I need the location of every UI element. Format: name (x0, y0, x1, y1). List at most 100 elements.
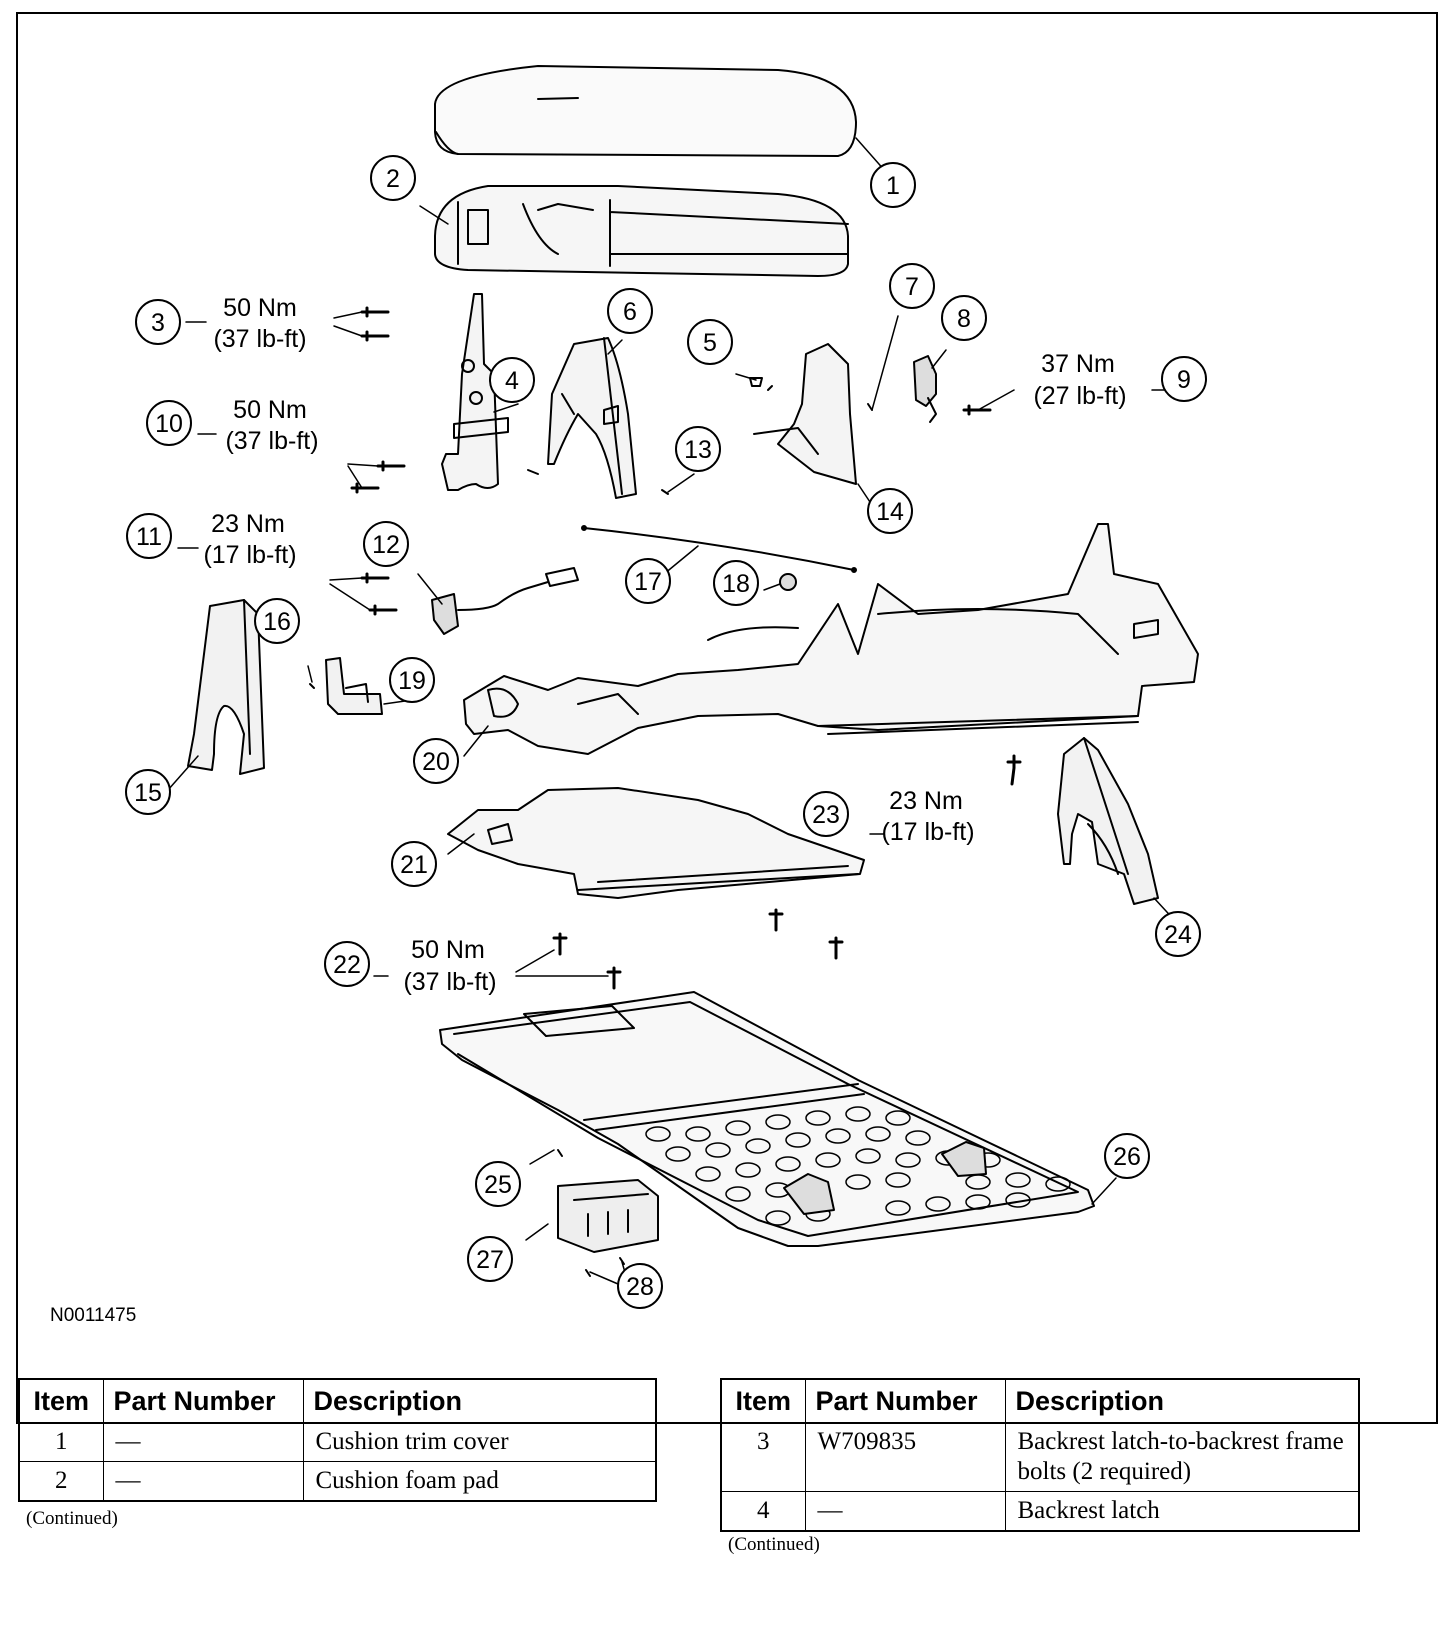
svg-text:21: 21 (400, 851, 428, 879)
cell-description: Cushion trim cover (302, 1422, 657, 1462)
table-row: 2 — Cushion foam pad (18, 1461, 657, 1502)
table-row: 4 — Backrest latch (720, 1491, 1360, 1532)
svg-text:20: 20 (422, 748, 450, 776)
svg-text:4: 4 (505, 367, 519, 395)
torque-3-nm: 50 Nm (223, 294, 297, 322)
callout-19: 19 (389, 657, 435, 703)
callout-9: 9 (1161, 356, 1207, 402)
svg-text:11: 11 (136, 523, 162, 551)
callout-8: 8 (941, 295, 987, 341)
torque-22-nm: 50 Nm (411, 936, 485, 964)
callout-1: 1 (870, 162, 916, 208)
cell-description: Backrest latch (1004, 1491, 1360, 1532)
column-header-part-number: Part Number (102, 1378, 304, 1423)
svg-text:26: 26 (1113, 1143, 1141, 1171)
svg-text:16: 16 (263, 608, 291, 636)
callout-6: 6 (607, 288, 653, 334)
part-latch-handle-8 (913, 355, 937, 423)
callout-24: 24 (1155, 911, 1201, 957)
column-header-part-number: Part Number (804, 1378, 1006, 1423)
svg-text:3: 3 (151, 309, 165, 337)
svg-text:6: 6 (623, 298, 637, 326)
svg-text:27: 27 (476, 1246, 504, 1274)
callout-12: 12 (363, 521, 409, 567)
part-bezel-27 (557, 1179, 659, 1253)
callout-11: 11 (126, 513, 172, 559)
cell-part-number: W709835 (804, 1422, 1006, 1492)
svg-text:28: 28 (626, 1273, 654, 1301)
svg-text:15: 15 (134, 779, 162, 807)
table-1-continued-note: (Continued) (26, 1508, 118, 1529)
callout-10: 10 (146, 400, 192, 446)
column-header-description: Description (302, 1378, 657, 1423)
table-row: 3 W709835 Backrest latch-to-backrest fra… (720, 1422, 1360, 1492)
bolts (350, 306, 1022, 990)
exploded-view-drawing: 1 2 3 4 5 6 7 8 9 10 11 12 13 14 15 16 1… (50, 65, 1207, 1326)
svg-text:7: 7 (905, 273, 919, 301)
part-bracket-19 (325, 657, 383, 715)
part-backrest-frame-6 (547, 337, 637, 499)
callout-23: 23 (803, 791, 849, 837)
torque-9-lbft: (27 lb-ft) (1033, 382, 1126, 410)
torque-9-nm: 37 Nm (1041, 350, 1115, 378)
column-header-item: Item (720, 1378, 806, 1423)
column-header-item: Item (18, 1378, 104, 1423)
torque-22-lbft: (37 lb-ft) (403, 968, 496, 996)
svg-text:10: 10 (155, 410, 183, 438)
part-seat-frame-assembly-20 (463, 523, 1199, 755)
part-side-cover-24 (1057, 737, 1159, 905)
svg-text:2: 2 (386, 165, 400, 193)
part-floor-pan-26 (439, 991, 1095, 1247)
torque-3-lbft: (37 lb-ft) (213, 325, 306, 353)
cell-part-number: — (804, 1491, 1006, 1532)
callout-25: 25 (475, 1161, 521, 1207)
callout-13: 13 (675, 426, 721, 472)
callouts: 1 2 3 4 5 6 7 8 9 10 11 12 13 14 15 16 1… (125, 155, 1207, 1309)
svg-text:9: 9 (1177, 366, 1191, 394)
parts-table-2: Item Part Number Description 3 W709835 B… (720, 1378, 1360, 1532)
part-cushion-foam-pad (434, 185, 849, 277)
torque-11-nm: 23 Nm (211, 510, 285, 538)
callout-2: 2 (370, 155, 416, 201)
column-header-description: Description (1004, 1378, 1360, 1423)
cell-description: Backrest latch-to-backrest frame bolts (… (1004, 1422, 1360, 1492)
figure-id: N0011475 (50, 1305, 136, 1326)
torque-10-lbft: (37 lb-ft) (225, 427, 318, 455)
callout-5: 5 (687, 319, 733, 365)
callout-16: 16 (254, 598, 300, 644)
table-2-continued-note: (Continued) (728, 1534, 820, 1555)
exploded-view-figure: 1 2 3 4 5 6 7 8 9 10 11 12 13 14 15 16 1… (16, 12, 1438, 1424)
parts-table-1: Item Part Number Description 1 — Cushion… (18, 1378, 657, 1502)
cell-part-number: — (102, 1461, 304, 1502)
callout-21: 21 (391, 841, 437, 887)
torque-10-nm: 50 Nm (233, 396, 307, 424)
table-row: 1 — Cushion trim cover (18, 1422, 657, 1462)
callout-4: 4 (489, 357, 535, 403)
part-cushion-trim-cover (434, 65, 857, 157)
torque-11-lbft: (17 lb-ft) (203, 541, 296, 569)
cell-part-number: — (102, 1422, 304, 1462)
cell-item: 2 (18, 1461, 104, 1502)
svg-text:8: 8 (957, 305, 971, 333)
small-fasteners (309, 377, 873, 689)
callout-22: 22 (324, 941, 370, 987)
tiny-fasteners (557, 1149, 625, 1277)
callout-7: 7 (889, 263, 935, 309)
callout-20: 20 (413, 738, 459, 784)
table-header-row: Item Part Number Description (720, 1378, 1360, 1423)
part-sensor-12 (431, 567, 579, 635)
svg-text:23: 23 (812, 801, 840, 829)
svg-text:25: 25 (484, 1171, 512, 1199)
svg-text:13: 13 (684, 436, 712, 464)
svg-text:12: 12 (372, 531, 400, 559)
callout-26: 26 (1104, 1133, 1150, 1179)
part-bushing-18 (779, 573, 797, 591)
callout-17: 17 (625, 558, 671, 604)
torque-23-lbft: (17 lb-ft) (881, 818, 974, 846)
svg-text:1: 1 (886, 172, 900, 200)
svg-text:19: 19 (398, 667, 426, 695)
svg-text:5: 5 (703, 329, 717, 357)
part-outer-cover-15 (187, 599, 265, 775)
svg-text:18: 18 (722, 570, 750, 598)
cell-description: Cushion foam pad (302, 1461, 657, 1502)
